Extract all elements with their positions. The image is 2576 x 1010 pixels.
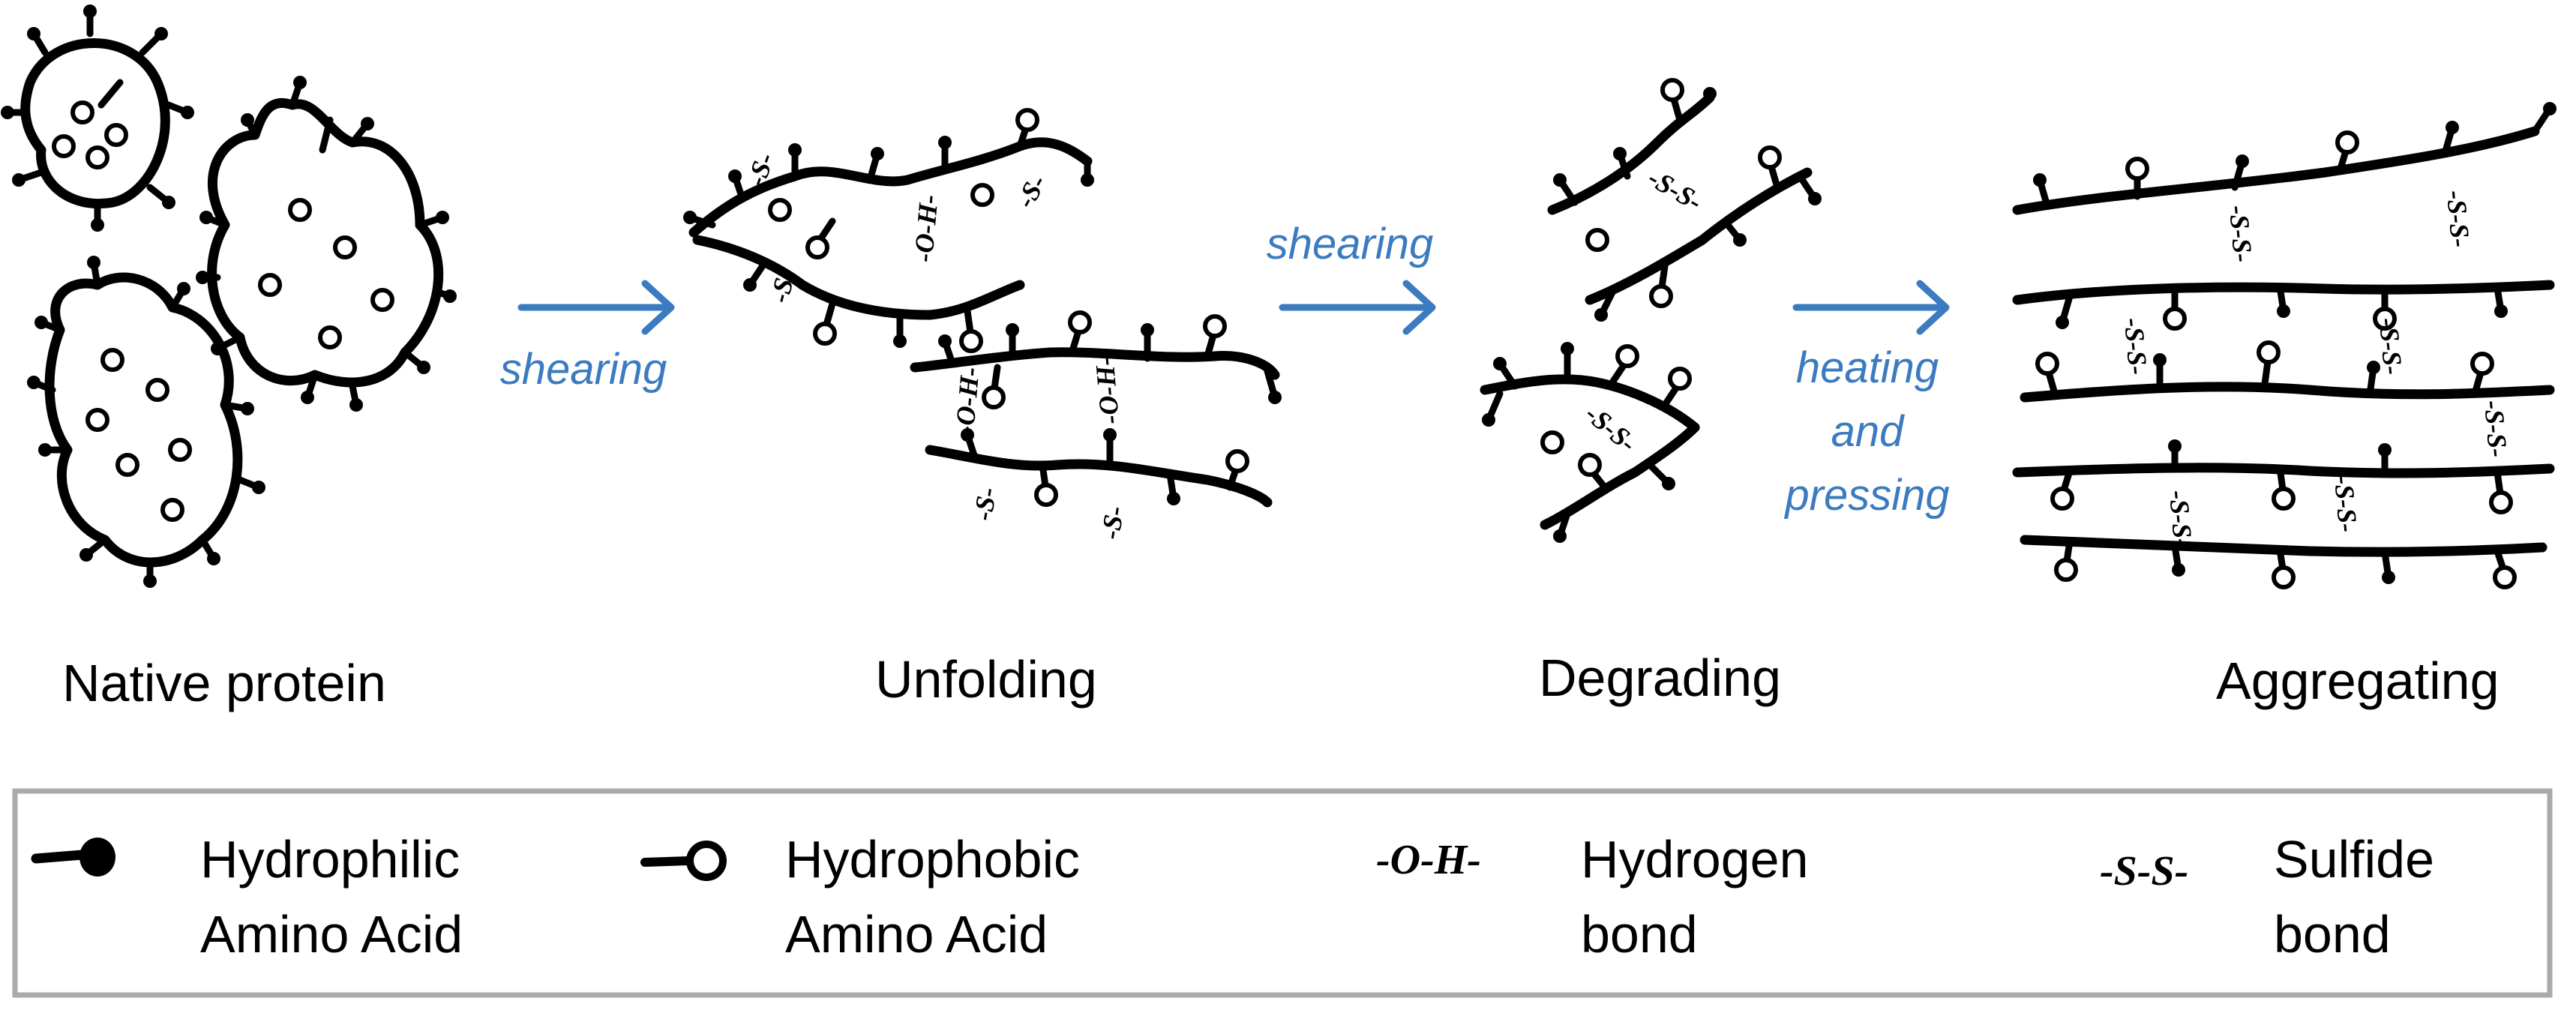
degrading-fragments: -S-S- -S-S- [1480, 78, 1822, 543]
legend: Hydrophilic Amino Acid Hydrophobic Amino… [12, 788, 2553, 998]
shearing-label-2: shearing [1267, 220, 1433, 268]
native-protein-molecules [1, 4, 457, 588]
stage-label-degrading: Degrading [1539, 649, 1781, 707]
legend-sulfide-line1: Sulfide [2274, 830, 2434, 889]
svg-text:-S-S-: -S-S- [2224, 204, 2258, 263]
stage-label-unfolding: Unfolding [875, 650, 1097, 709]
legend-hydrophobic-line1: Hydrophobic [785, 830, 1080, 889]
shearing-arrow-2: shearing [1267, 220, 1436, 335]
stage-label-native-protein: Native protein [62, 654, 386, 712]
svg-text:-S-S-: -S-S- [1643, 163, 1708, 217]
legend-hydrogen-line2: bond [1581, 905, 1698, 964]
svg-text:-S-: -S- [1095, 504, 1130, 541]
svg-text:-S-: -S- [764, 266, 802, 306]
svg-text:-S-S-: -S-S- [2374, 316, 2408, 376]
svg-text:-S-S-: -S-S- [1579, 398, 1642, 458]
legend-sulfide-line2: bond [2274, 905, 2391, 964]
heating-and-pressing-arrow: heating and pressing [1783, 280, 1950, 520]
svg-text:-S-S-: -S-S- [2329, 474, 2363, 533]
shearing-label-1: shearing [500, 345, 667, 394]
legend-hydrogen-line1: Hydrogen [1581, 830, 1809, 889]
svg-text:-O-H-: -O-H- [1089, 355, 1125, 425]
svg-text:heating: heating [1796, 343, 1939, 392]
svg-text:-S-: -S- [1010, 169, 1053, 213]
hydrophilic-amino-acid-icon [31, 838, 115, 877]
stage-label-aggregating: Aggregating [2216, 652, 2500, 710]
aggregated-network: -S-S- -S-S- -S-S- -S-S- -S-S- -S-S- -S-S… [2012, 102, 2557, 589]
svg-text:-S-S-: -S-S- [2164, 489, 2198, 548]
svg-text:-O-H-: -O-H- [949, 366, 985, 436]
legend-hydrophobic-line2: Amino Acid [785, 905, 1048, 964]
svg-text:-S-S-: -S-S- [2441, 189, 2476, 248]
sulfide-bond-symbol: -S-S- [2100, 848, 2188, 895]
svg-text:-S-S-: -S-S- [2119, 316, 2153, 376]
shearing-arrow-1: shearing [500, 280, 675, 394]
legend-hydrophilic-line1: Hydrophilic [200, 830, 460, 889]
svg-text:pressing: pressing [1783, 471, 1949, 520]
hydrogen-bond-symbol: -O-H- [1376, 837, 1481, 883]
hydrophobic-amino-acid-icon [640, 841, 727, 881]
legend-box [12, 788, 2553, 998]
svg-text:-O-H-: -O-H- [908, 193, 944, 263]
unfolding-molecules: -S- -O-H- -S- -S- -O-H- -O-H- -S- -S- [683, 108, 1282, 541]
svg-text:-S-: -S- [967, 485, 1003, 523]
svg-text:-S-S-: -S-S- [2479, 399, 2513, 458]
legend-hydrophilic-line2: Amino Acid [200, 905, 463, 964]
svg-text:and: and [1831, 407, 1906, 456]
